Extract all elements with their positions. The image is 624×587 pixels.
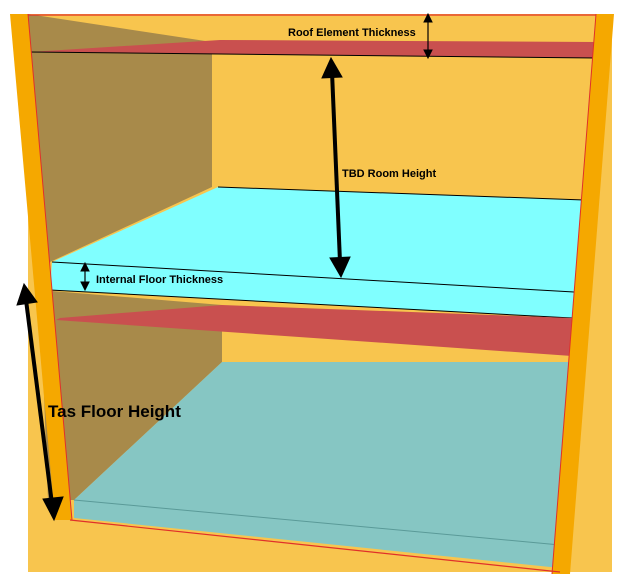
floor-thickness-arrow [80, 261, 90, 292]
left-wall-lower [40, 290, 222, 500]
left-wall-upper [28, 14, 212, 262]
tas-floor-height-label: Tas Floor Height [48, 402, 181, 421]
left-frame-column [10, 14, 72, 520]
internal-floor-strip [50, 262, 574, 318]
room-height-arrow [321, 56, 351, 279]
lower-floor-slab [74, 362, 572, 568]
lower-ceiling-slab [56, 305, 572, 356]
upper-floor-back-edge [217, 186, 585, 201]
base-edge [69, 519, 561, 573]
internal-floor-bottom-edge [49, 289, 573, 319]
lower-floor-edge [73, 499, 561, 546]
left-frame-edge [27, 13, 73, 521]
upper-floor-slab [52, 187, 584, 292]
roof-slab-edge [29, 51, 597, 59]
right-frame-column [552, 14, 614, 574]
roof-element-thickness-label: Roof Element Thickness [288, 27, 416, 39]
internal-floor-thickness-label: Internal Floor Thickness [96, 274, 223, 286]
right-frame-edge [551, 13, 597, 575]
roof-thickness-arrow [423, 12, 433, 60]
tbd-room-height-label: TBD Room Height [342, 168, 436, 180]
tas-floor-height-arrow [16, 282, 64, 522]
upper-floor-edge [51, 261, 575, 293]
